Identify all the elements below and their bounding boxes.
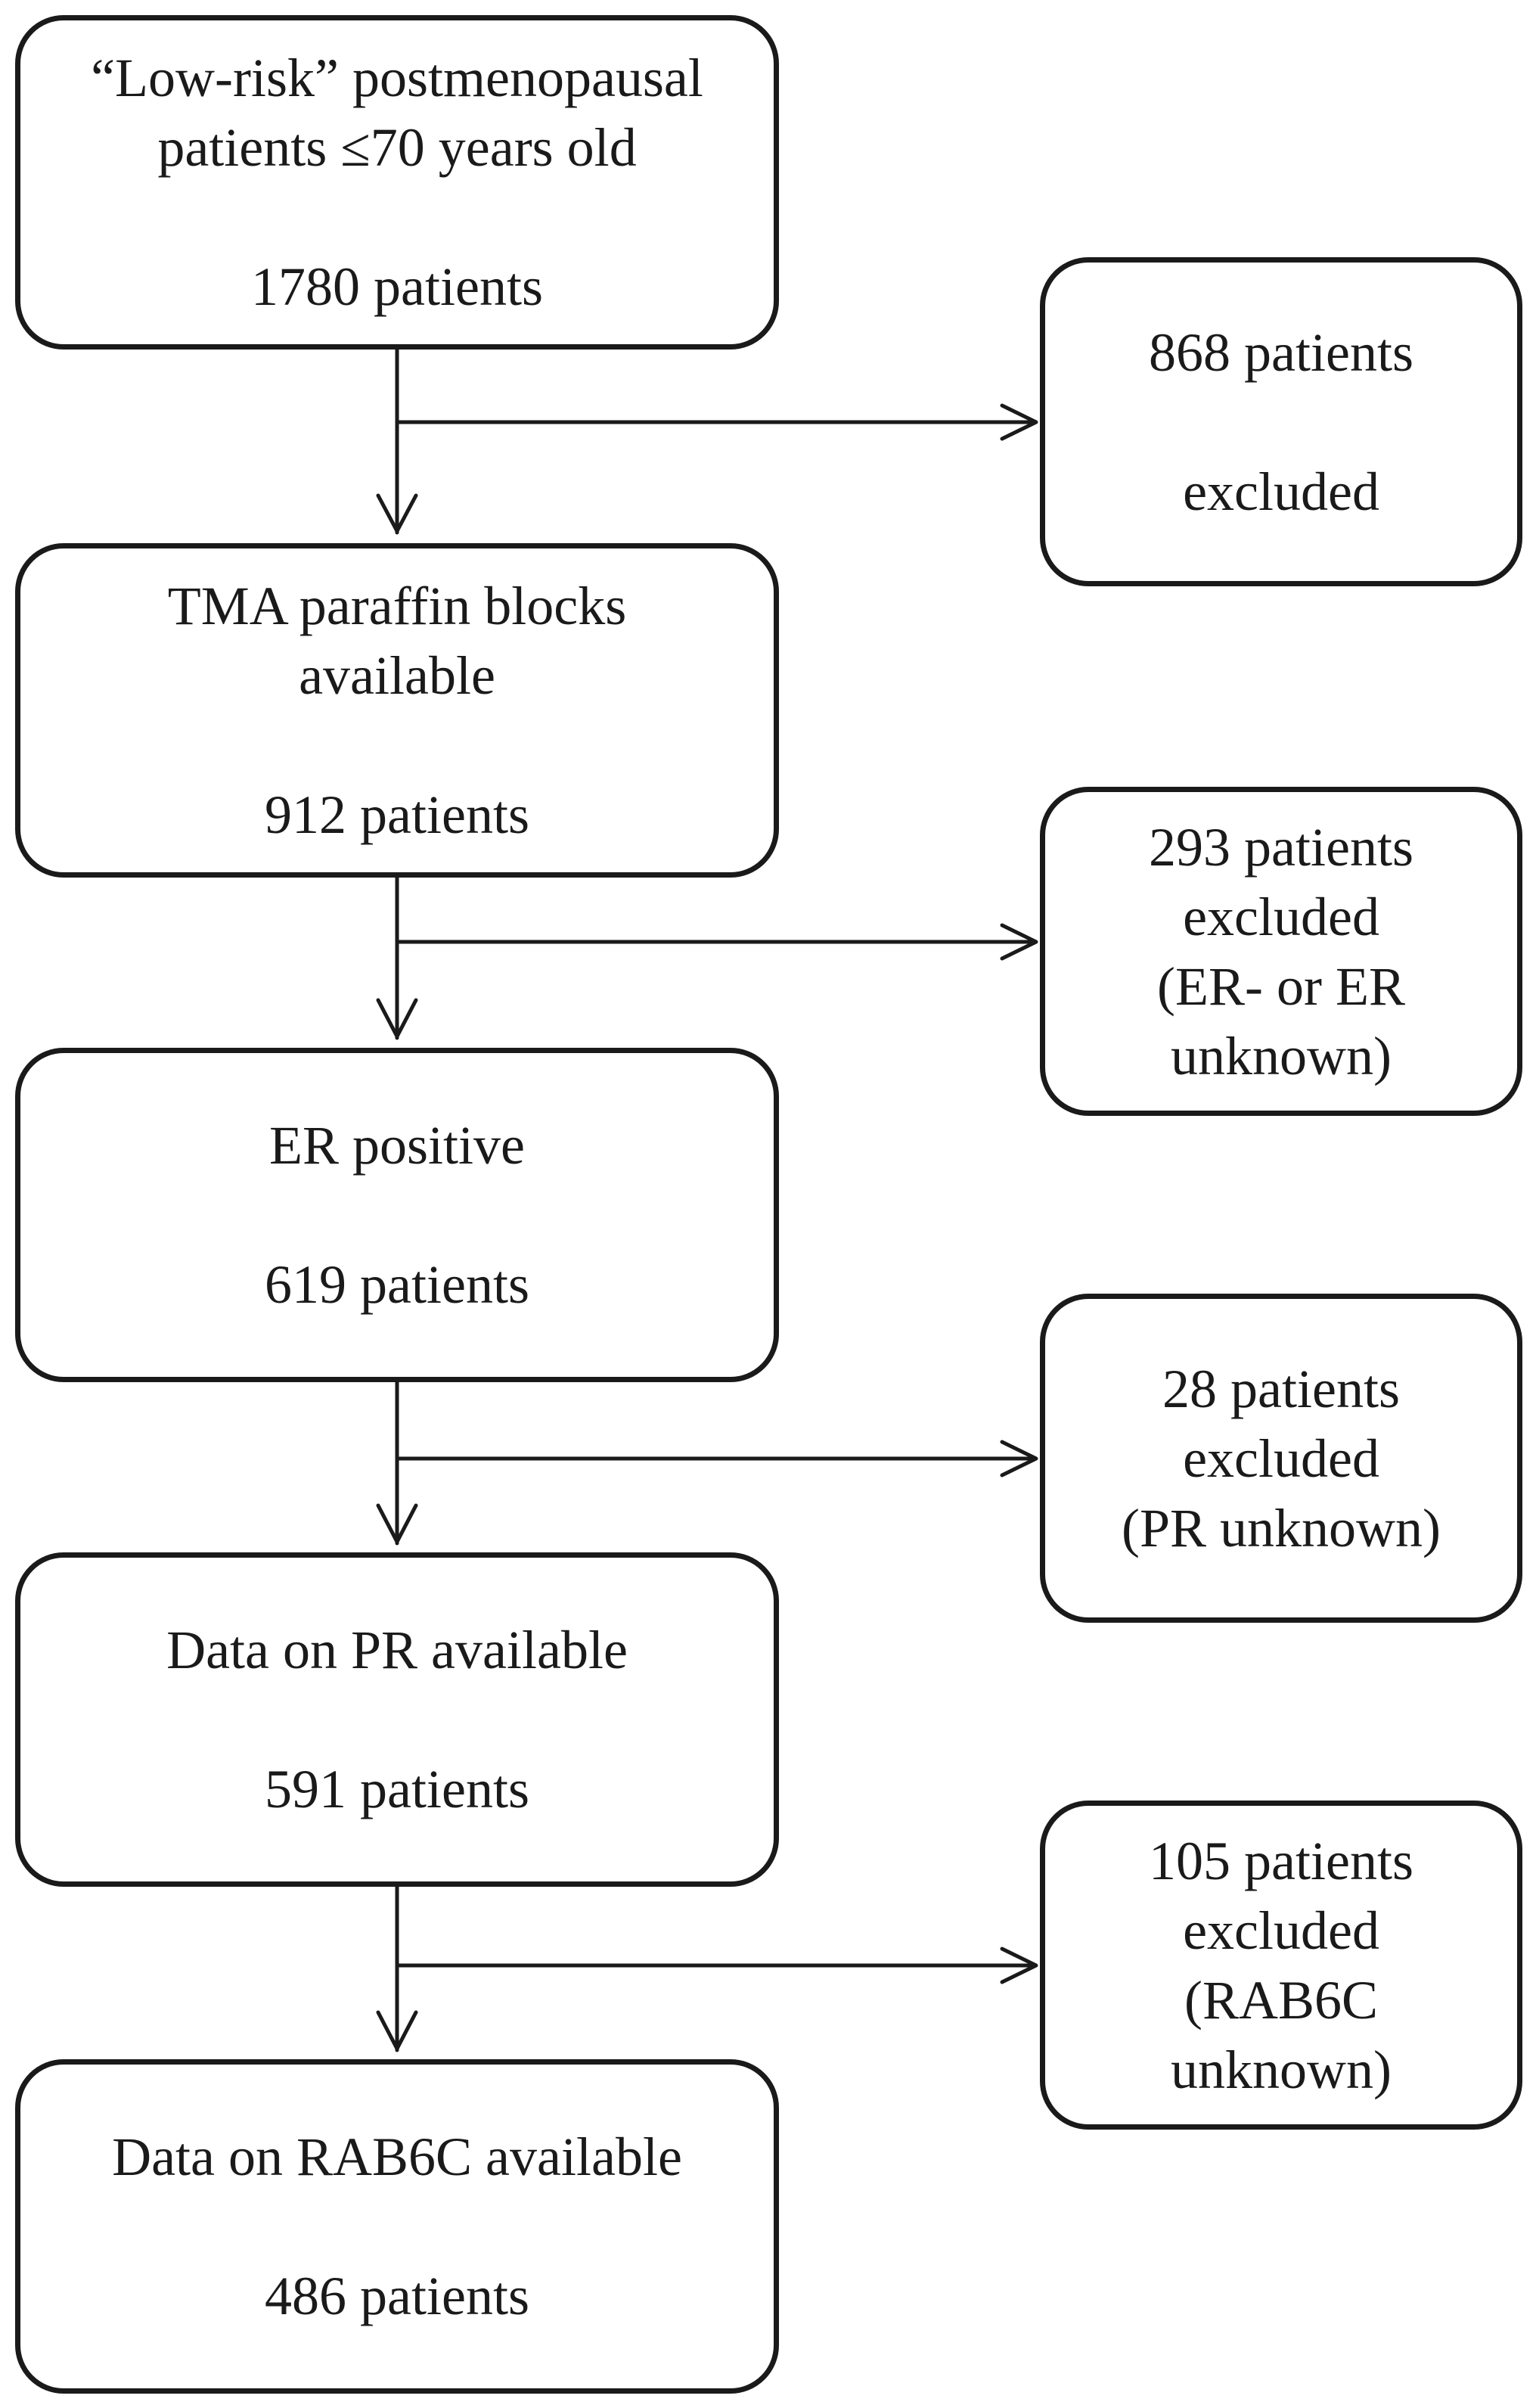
arrowhead-down-3 — [376, 1503, 418, 1544]
step-count: 1780 patients — [251, 256, 543, 317]
exclusion-line: (PR unknown) — [1121, 1497, 1441, 1558]
exclusion-line: 868 patients — [1149, 322, 1413, 383]
step-label-line2: patients ≤70 years old — [157, 117, 637, 178]
step-box-tma-blocks: TMA paraffin blocks available 912 patien… — [15, 543, 779, 878]
arrowhead-right-1 — [1000, 403, 1038, 441]
exclusion-box-1: 868 patients excluded — [1040, 257, 1522, 586]
step-box-er-positive: ER positive 619 patients — [15, 1048, 779, 1382]
step-count: 619 patients — [265, 1254, 529, 1315]
step-label-line1: ER positive — [269, 1115, 525, 1176]
step-label-line1: Data on PR available — [166, 1620, 628, 1680]
arrowhead-down-1 — [376, 493, 418, 533]
step-box-pr-available: Data on PR available 591 patients — [15, 1552, 779, 1887]
step-label-line1: TMA paraffin blocks — [167, 576, 627, 636]
step-count: 912 patients — [265, 785, 529, 845]
step-label-line2: available — [299, 645, 495, 706]
exclusion-line: excluded — [1183, 886, 1379, 947]
exclusion-line: 293 patients — [1149, 816, 1413, 878]
arrowhead-down-2 — [376, 998, 418, 1039]
arrowhead-right-4 — [1000, 1947, 1038, 1984]
exclusion-box-2: 293 patients excluded (ER- or ER unknown… — [1040, 787, 1522, 1116]
step-label-line1: “Low-risk” postmenopausal — [91, 48, 703, 108]
step-label-line1: Data on RAB6C available — [112, 2127, 682, 2187]
step-count: 591 patients — [265, 1759, 529, 1819]
exclusion-box-4: 105 patients excluded (RAB6C unknown) — [1040, 1801, 1522, 2130]
arrowhead-right-3 — [1000, 1440, 1038, 1477]
exclusion-line: excluded — [1183, 461, 1379, 522]
exclusion-line: 105 patients — [1149, 1830, 1413, 1891]
arrowhead-right-2 — [1000, 923, 1038, 961]
arrowhead-down-4 — [376, 2010, 418, 2051]
exclusion-line: (RAB6C — [1184, 1969, 1379, 2030]
exclusion-line: unknown) — [1171, 1025, 1392, 1086]
exclusion-line: (ER- or ER — [1157, 955, 1405, 1017]
exclusion-line: excluded — [1183, 1428, 1379, 1489]
step-box-rab6c-available: Data on RAB6C available 486 patients — [15, 2059, 779, 2394]
exclusion-box-3: 28 patients excluded (PR unknown) — [1040, 1294, 1522, 1623]
step-box-initial-cohort: “Low-risk” postmenopausal patients ≤70 y… — [15, 15, 779, 350]
exclusion-line: excluded — [1183, 1900, 1379, 1961]
exclusion-line: unknown) — [1171, 2039, 1392, 2100]
exclusion-line: 28 patients — [1162, 1358, 1400, 1419]
step-count: 486 patients — [265, 2266, 529, 2326]
